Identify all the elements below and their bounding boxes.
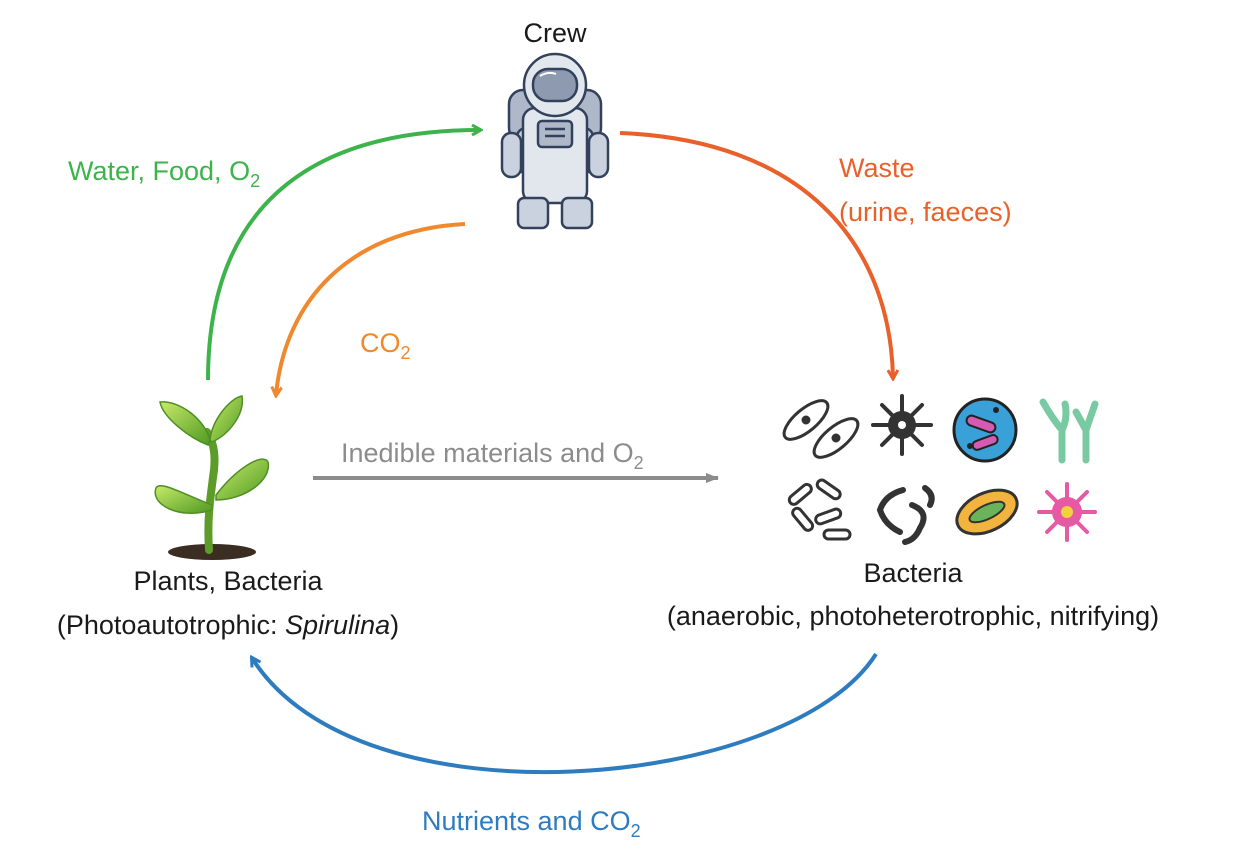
flow-label-water-food-o2: Water, Food, O2 (68, 156, 260, 191)
cell-microbe-icon (952, 397, 1018, 463)
plants-sublabel: (Photoautotrophic: Spirulina) (57, 610, 399, 640)
flow-label-nutrients: Nutrients and CO2 (422, 806, 641, 841)
virus-icon (1037, 482, 1097, 542)
spirilla-icon (876, 485, 935, 545)
arrow-crew-to-plants (276, 222, 466, 395)
crew-label: Crew (523, 18, 587, 48)
flow-label-waste: Waste (839, 153, 915, 183)
seedling-icon (154, 395, 270, 560)
astronaut-icon (500, 52, 610, 230)
flow-label-co2: CO2 (360, 328, 411, 363)
bacteria-label: Bacteria (863, 558, 963, 588)
bacillus-icon (955, 488, 1019, 536)
flow-label-inedible: Inedible materials and O2 (341, 438, 644, 473)
bacteria-sublabel: (anaerobic, photoheterotrophic, nitrifyi… (667, 601, 1159, 631)
flow-label-waste-detail: (urine, faeces) (839, 197, 1012, 227)
spiky-microbe-icon (871, 394, 933, 456)
fungi-icon (1039, 398, 1099, 464)
arrow-bacteria-to-plants (252, 652, 878, 774)
rod-bacteria-icon (787, 478, 852, 541)
arrow-plants-to-crew (206, 130, 480, 381)
microbes-icon (782, 394, 1099, 545)
arrow-crew-to-bacteria (619, 131, 893, 378)
paramecium-icon (782, 399, 860, 459)
plants-label: Plants, Bacteria (133, 566, 323, 596)
